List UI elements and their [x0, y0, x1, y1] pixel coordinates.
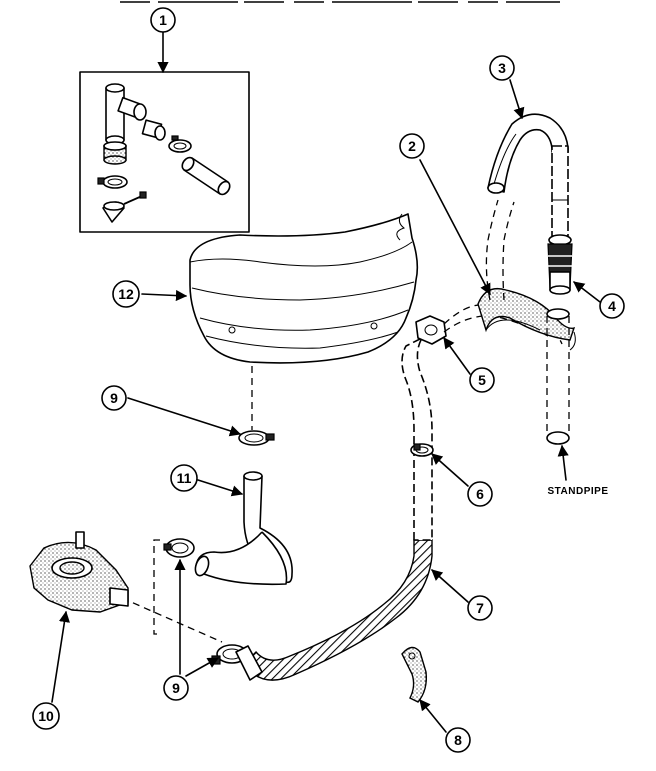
callout-7: 7	[467, 595, 493, 621]
short-hose-part	[181, 156, 231, 196]
callout-8: 8	[445, 727, 471, 753]
callout-9b: 9	[163, 675, 189, 701]
callout-12: 12	[112, 280, 140, 308]
hose-clamp-upper-part	[238, 430, 275, 446]
svg-text:9: 9	[110, 390, 118, 406]
hex-nut-part	[415, 315, 447, 345]
callout-4: 4	[599, 293, 625, 319]
tub-shroud-part	[189, 213, 419, 364]
cone-screw-part	[102, 191, 147, 223]
standpipe-label: STANDPIPE	[548, 486, 609, 497]
hanger-strap-part	[477, 287, 576, 351]
hose-clamp-mid-part	[163, 538, 195, 558]
hose-clip-part	[401, 646, 428, 703]
standpipe-part	[546, 308, 570, 445]
svg-text:5: 5	[478, 372, 486, 388]
svg-text:1: 1	[159, 12, 167, 28]
callout-3: 3	[489, 55, 515, 81]
callout-1: 1	[150, 7, 176, 33]
svg-text:2: 2	[408, 138, 416, 154]
callout-9a: 9	[101, 385, 127, 411]
kit-ring-clamp-part	[97, 175, 128, 189]
svg-text:7: 7	[476, 600, 484, 616]
svg-text:10: 10	[38, 708, 54, 724]
drain-hose-part	[235, 337, 433, 681]
standpipe-adapter-part	[547, 234, 573, 295]
svg-text:9: 9	[172, 680, 180, 696]
svg-text:8: 8	[454, 732, 462, 748]
callout-10: 10	[32, 702, 60, 730]
drain-kit-box	[79, 71, 250, 233]
callout-6: 6	[467, 481, 493, 507]
leader-lines	[51, 31, 601, 733]
callout-2: 2	[399, 133, 425, 159]
coupling-part	[141, 119, 166, 141]
svg-text:11: 11	[177, 470, 192, 486]
callout-11: 11	[170, 464, 198, 492]
elbow-hose-part	[194, 471, 293, 586]
kit-clamp-part	[168, 135, 192, 153]
drain-pump-part	[29, 531, 129, 613]
svg-text:4: 4	[608, 298, 616, 314]
callout-5: 5	[469, 367, 495, 393]
svg-text:12: 12	[118, 286, 134, 302]
svg-text:6: 6	[476, 486, 484, 502]
svg-text:3: 3	[498, 60, 506, 76]
hose-hook-part	[487, 113, 569, 237]
adapter-ring-part	[103, 141, 127, 165]
hose-clamp-small-part	[410, 443, 434, 457]
tee-fitting-part	[105, 83, 147, 145]
